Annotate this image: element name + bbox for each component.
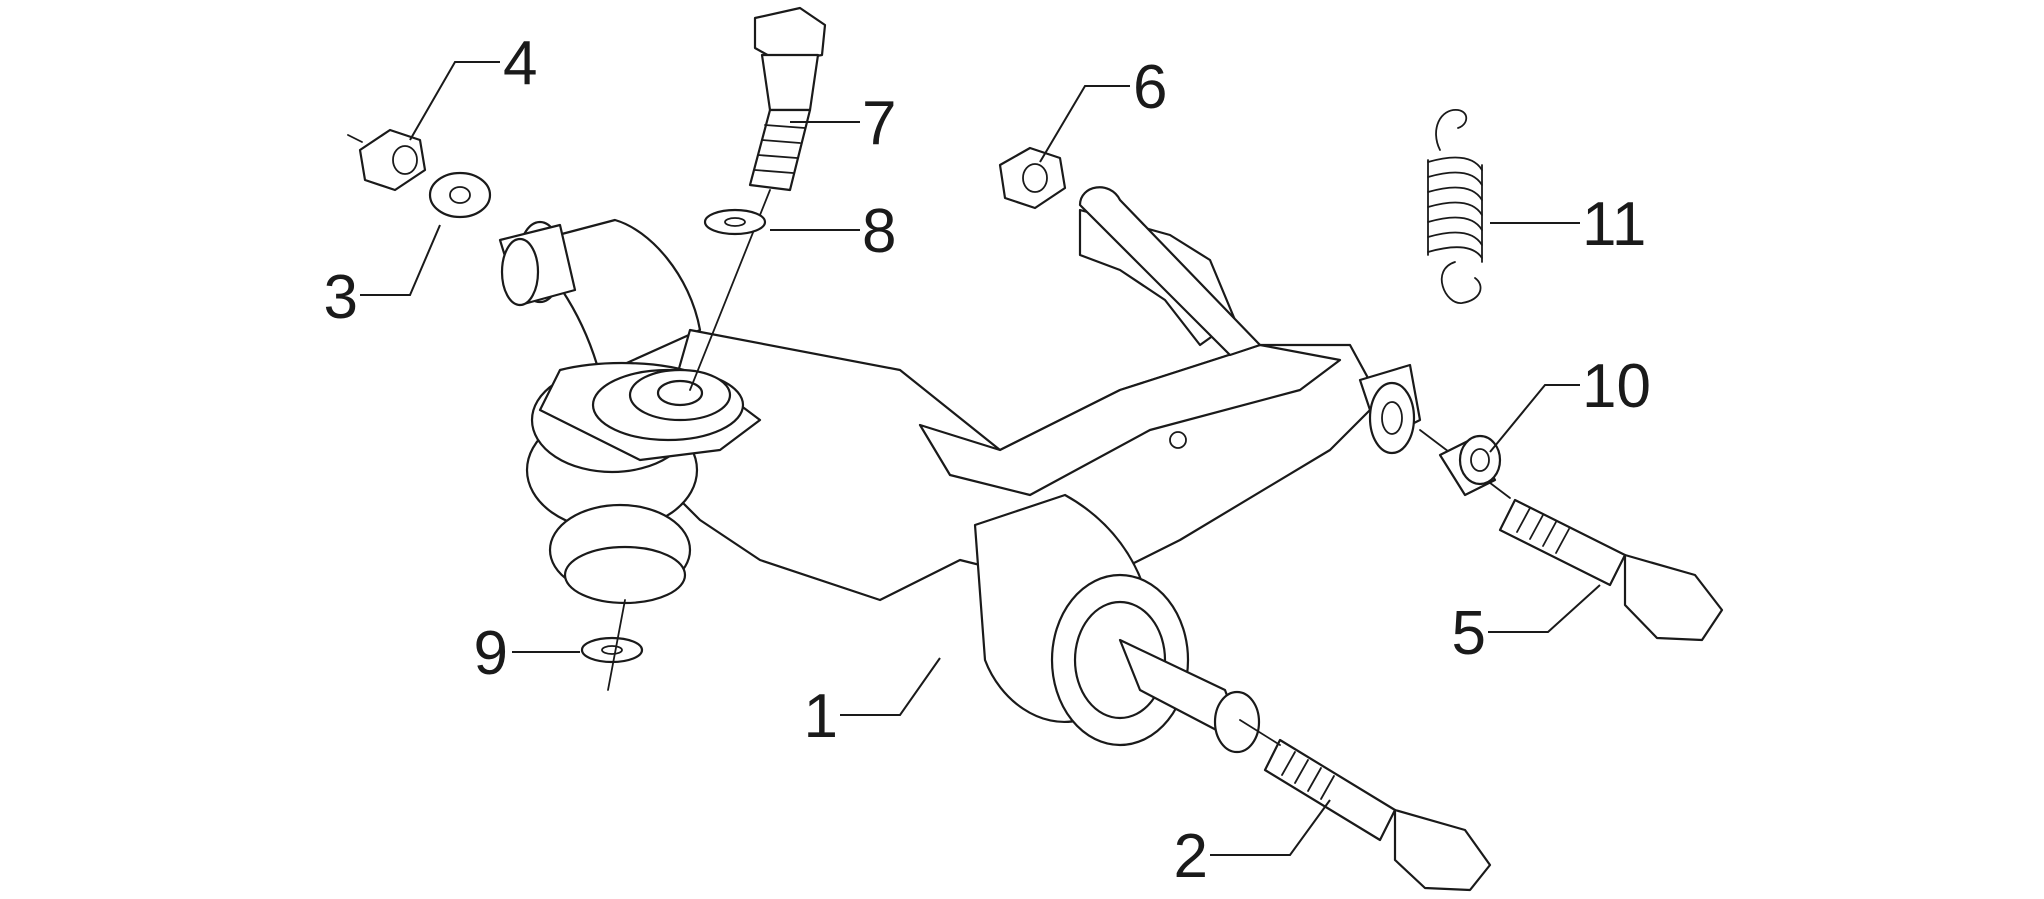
callout-5: 5	[1452, 599, 1486, 668]
callout-labels: 1 2 3 4 5 6 7 8 9 10 11	[324, 29, 1651, 891]
bolt-right	[1419, 429, 1724, 642]
bolt-lower	[1239, 719, 1492, 892]
callout-3: 3	[324, 263, 358, 332]
nut-6	[998, 146, 1067, 210]
bolt-top	[689, 6, 827, 391]
callout-11: 11	[1582, 190, 1646, 259]
callout-1: 1	[804, 682, 838, 751]
callout-9: 9	[474, 619, 508, 688]
callout-2: 2	[1174, 822, 1208, 891]
nut-4	[347, 128, 427, 192]
leader-lines	[360, 61, 1601, 856]
spring-11	[1427, 109, 1483, 304]
washer-9	[580, 599, 644, 691]
callout-10: 10	[1582, 352, 1651, 421]
callout-7: 7	[862, 89, 896, 158]
washer-8	[703, 208, 767, 236]
swing-arm-body	[498, 186, 1422, 754]
callout-8: 8	[862, 197, 896, 266]
spacer-10	[1438, 434, 1502, 497]
callout-6: 6	[1133, 53, 1167, 122]
callout-4: 4	[503, 29, 537, 98]
washer-3	[428, 171, 492, 219]
